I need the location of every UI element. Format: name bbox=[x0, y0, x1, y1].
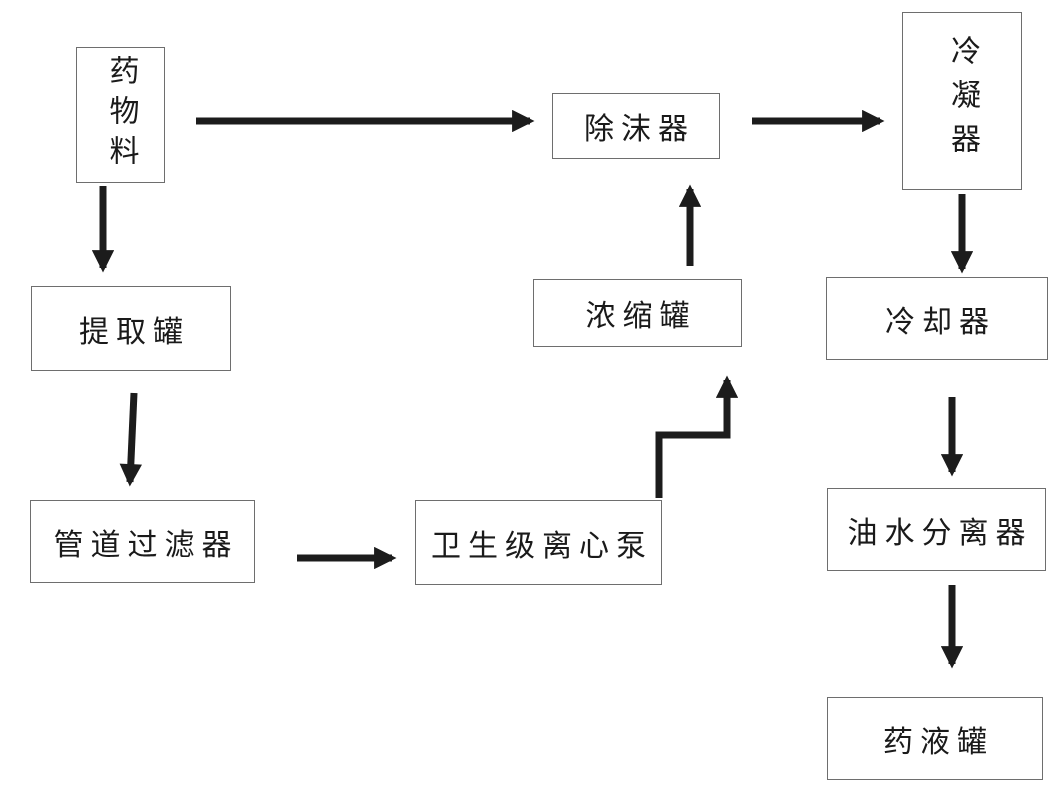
node-drug-material: 药物料 bbox=[76, 47, 165, 183]
node-pipeline-filter: 管道过滤器 bbox=[30, 500, 255, 583]
node-extraction-tank: 提取罐 bbox=[31, 286, 231, 371]
node-cooler: 冷却器 bbox=[826, 277, 1048, 360]
arrow-sanitary-pump-to-concentration-tank bbox=[655, 375, 739, 498]
arrow-extraction-tank-to-pipeline-filter bbox=[119, 392, 142, 487]
node-sanitary-centrifugal-pump: 卫生级离心泵 bbox=[415, 500, 662, 585]
node-condenser: 冷凝器 bbox=[902, 12, 1022, 190]
node-oil-water-separator: 油水分离器 bbox=[827, 488, 1046, 571]
node-demister: 除沫器 bbox=[552, 93, 720, 159]
node-concentration-tank: 浓缩罐 bbox=[533, 279, 742, 347]
node-liquid-medicine-tank: 药液罐 bbox=[827, 697, 1043, 780]
